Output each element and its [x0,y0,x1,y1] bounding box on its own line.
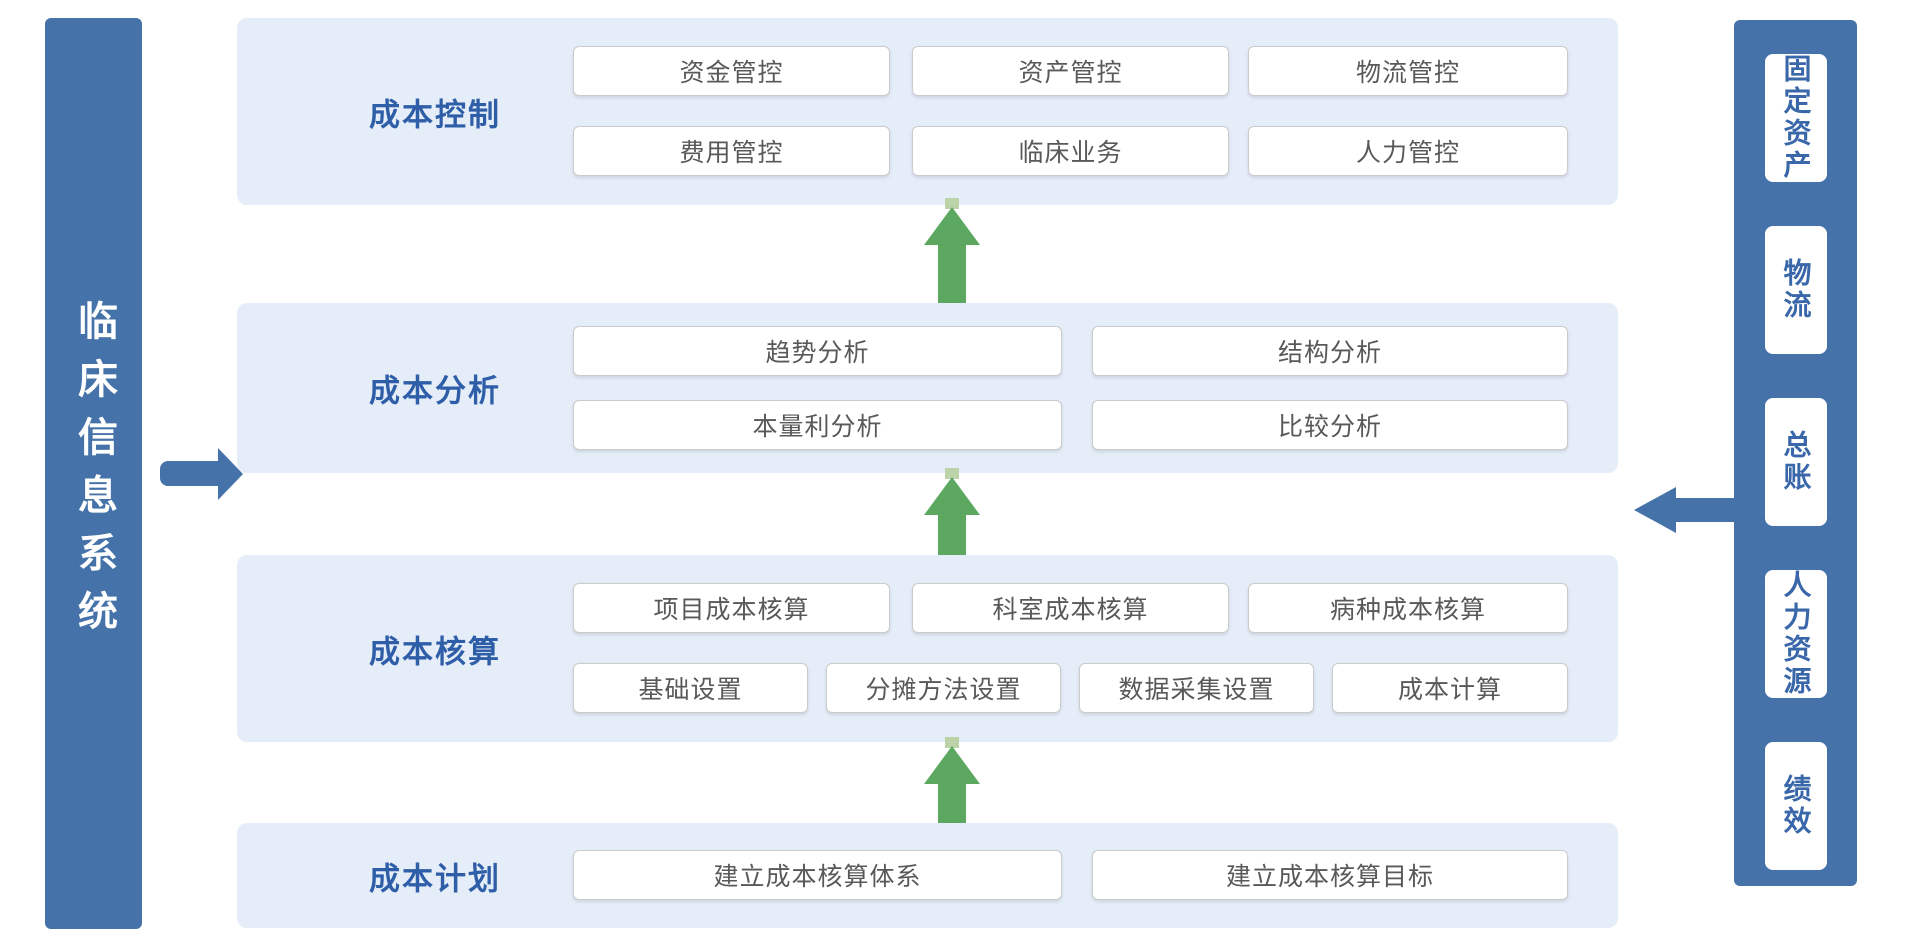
arrow-right-icon [160,448,243,500]
sidebar-item-fixed-assets: 固定资产 [1764,54,1827,182]
box-basic-settings: 基础设置 [573,663,808,713]
box-data-collect-settings: 数据采集设置 [1079,663,1314,713]
box-dept-cost-accounting: 科室成本核算 [912,583,1229,633]
box-cvp-analysis: 本量利分析 [573,400,1062,450]
layer-cost-control: 成本控制 资金管控 资产管控 物流管控 费用管控 临床业务 人力管控 [237,18,1618,205]
clinical-info-system-label: 临床信息系统 [72,299,116,648]
human-resources-label: 人力资源 [1780,570,1812,698]
layer-cost-planning-label: 成本计划 [369,861,501,896]
box-disease-cost-accounting: 病种成本核算 [1248,583,1568,633]
layer-cost-analysis-label: 成本分析 [369,373,501,409]
erp-modules-bar: 固定资产 物流 总账 人力资源 绩效 [1734,20,1857,886]
box-build-accounting-system: 建立成本核算体系 [573,850,1062,900]
logistics-label: 物流 [1780,258,1812,322]
sidebar-item-human-resources: 人力资源 [1764,570,1827,698]
box-funds-control: 资金管控 [573,46,890,96]
up-arrow-icon [924,198,980,304]
box-clinical-business: 临床业务 [912,126,1229,176]
sidebar-item-general-ledger: 总账 [1764,398,1827,526]
clinical-info-system-bar: 临床信息系统 [45,18,142,929]
fixed-assets-label: 固定资产 [1780,54,1812,182]
arrow-left-icon [1634,487,1734,533]
box-build-accounting-goals: 建立成本核算目标 [1092,850,1568,900]
box-cost-calculation: 成本计算 [1332,663,1568,713]
box-comparison-analysis: 比较分析 [1092,400,1568,450]
layer-cost-control-label: 成本控制 [369,97,501,132]
layer-cost-planning: 成本计划 建立成本核算体系 建立成本核算目标 [237,823,1618,928]
layer-cost-accounting: 成本核算 项目成本核算 科室成本核算 病种成本核算 基础设置 分摊方法设置 数据… [237,555,1618,742]
up-arrow-icon [924,737,980,823]
general-ledger-label: 总账 [1780,430,1812,494]
box-project-cost-accounting: 项目成本核算 [573,583,890,633]
box-trend-analysis: 趋势分析 [573,326,1062,376]
box-expense-control: 费用管控 [573,126,890,176]
sidebar-item-performance: 绩效 [1764,742,1827,870]
box-allocation-settings: 分摊方法设置 [826,663,1061,713]
performance-label: 绩效 [1780,774,1812,838]
box-assets-control: 资产管控 [912,46,1229,96]
box-hr-control: 人力管控 [1248,126,1568,176]
up-arrow-icon [924,468,980,555]
sidebar-item-logistics: 物流 [1764,226,1827,354]
box-structure-analysis: 结构分析 [1092,326,1568,376]
layer-cost-accounting-label: 成本核算 [369,634,501,669]
layer-cost-analysis: 成本分析 趋势分析 结构分析 本量利分析 比较分析 [237,303,1618,473]
box-logistics-control: 物流管控 [1248,46,1568,96]
